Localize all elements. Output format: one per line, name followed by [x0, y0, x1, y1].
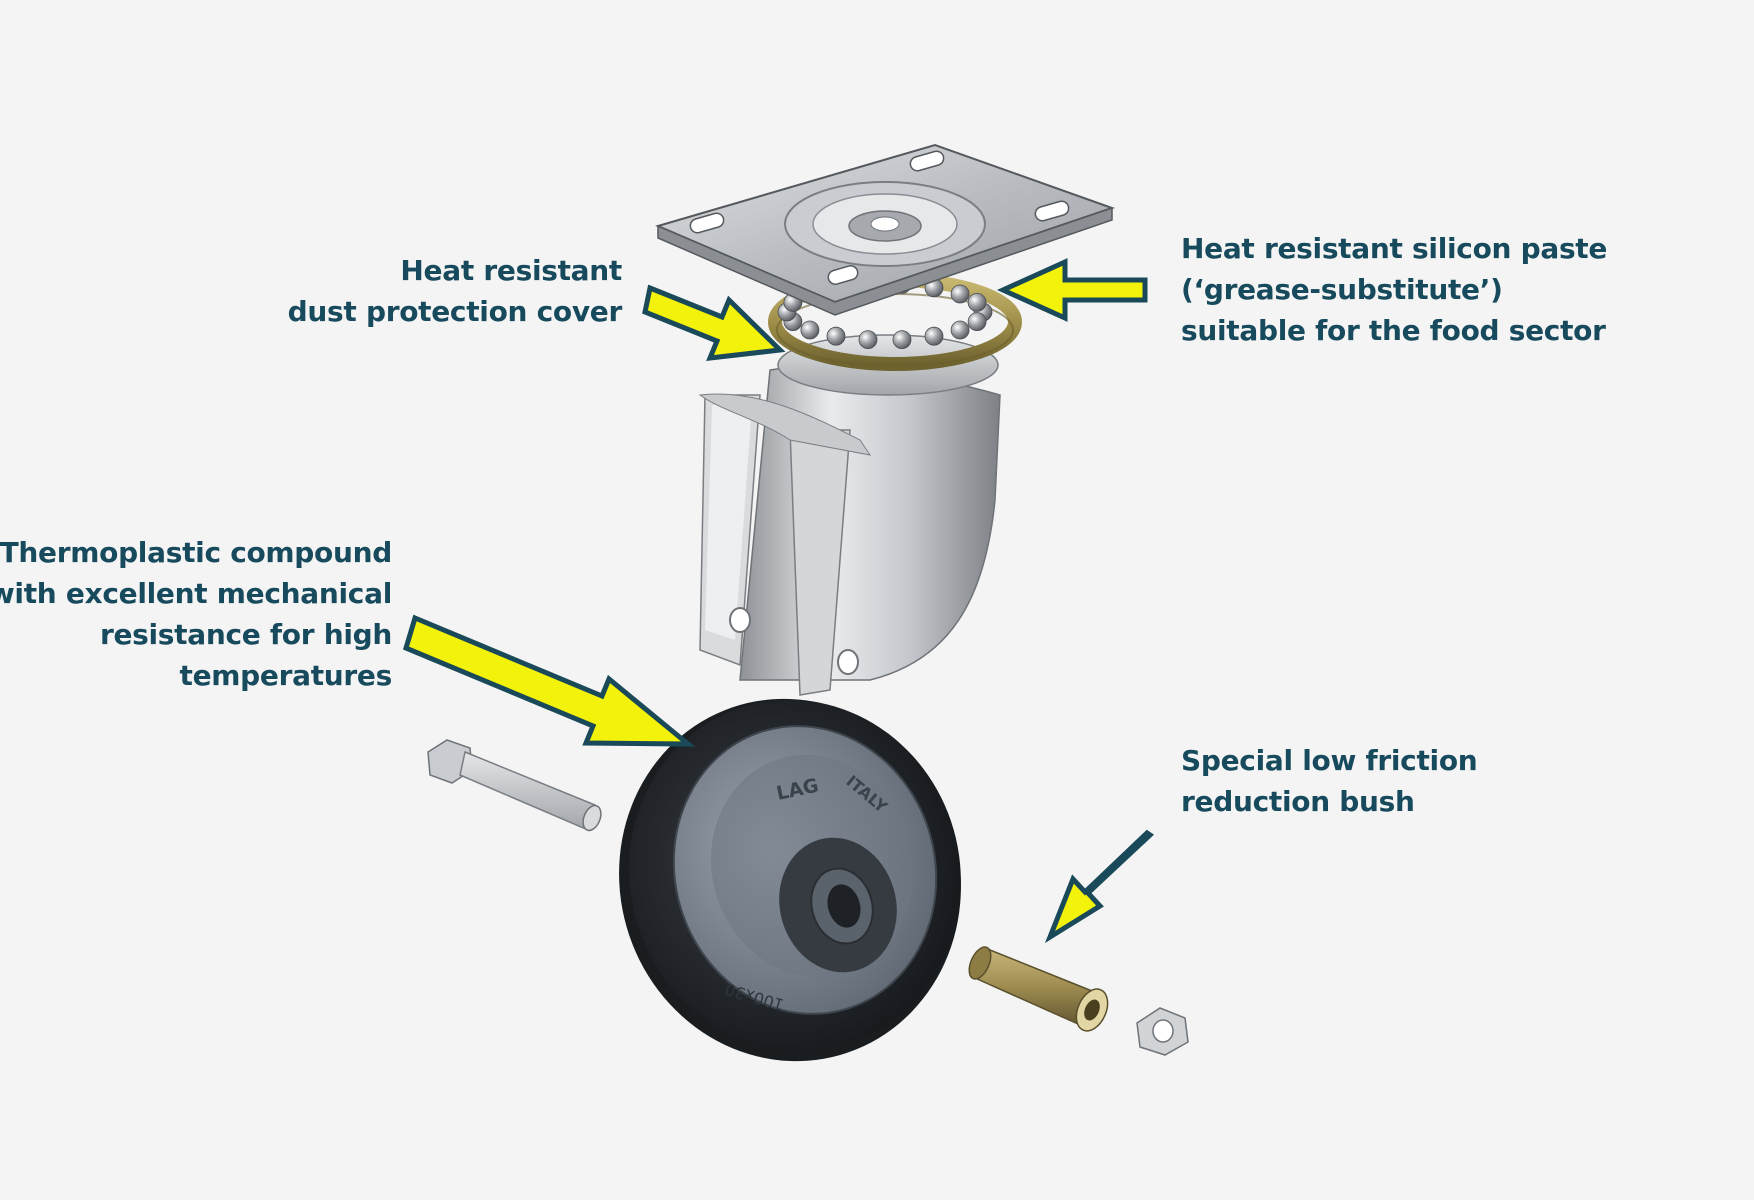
bearing-ball [967, 292, 987, 312]
callout-line: temperatures [179, 659, 393, 692]
reduction-bush [968, 946, 1109, 1032]
callout-line: Special low friction [1181, 744, 1478, 777]
bush-arrow-icon [1044, 829, 1155, 944]
bearing-ball [892, 330, 912, 350]
callout-line: with excellent mechanical [0, 577, 392, 610]
top-mounting-plate [655, 143, 1116, 316]
dust-cover-arrow-icon [642, 284, 786, 361]
axle-bolt [427, 739, 602, 832]
bearing-ball [924, 326, 944, 346]
hex-nut [1136, 1007, 1189, 1056]
bearing-ball [826, 326, 846, 346]
thermoplastic-arrow-icon [402, 614, 696, 747]
callout-line: (‘grease-substitute’) [1181, 273, 1503, 306]
callout-line: suitable for the food sector [1181, 314, 1606, 347]
callout-line: Thermoplastic compound [0, 536, 392, 569]
silicon-paste-arrow-icon [996, 258, 1148, 322]
bearing-ball [858, 330, 878, 350]
callout-line: Heat resistant silicon paste [1181, 232, 1608, 265]
callout-silicon-paste: Heat resistant silicon paste (‘grease-su… [1181, 228, 1607, 351]
callout-line: resistance for high [99, 618, 392, 651]
bearing-ball [967, 312, 987, 332]
callout-bush: Special low friction reduction bush [1181, 740, 1478, 822]
bearing-ball [950, 320, 970, 340]
bearing-ball [800, 320, 820, 340]
fork-bracket [698, 334, 1001, 696]
callout-line: dust protection cover [287, 295, 623, 328]
wheel [619, 698, 961, 1062]
callout-thermoplastic: Thermoplastic compound with excellent me… [0, 532, 392, 696]
callout-line: reduction bush [1181, 785, 1415, 818]
callout-dust-cover: Heat resistant dust protection cover [287, 250, 623, 332]
bearing-ball [950, 284, 970, 304]
callout-line: Heat resistant [400, 254, 622, 287]
